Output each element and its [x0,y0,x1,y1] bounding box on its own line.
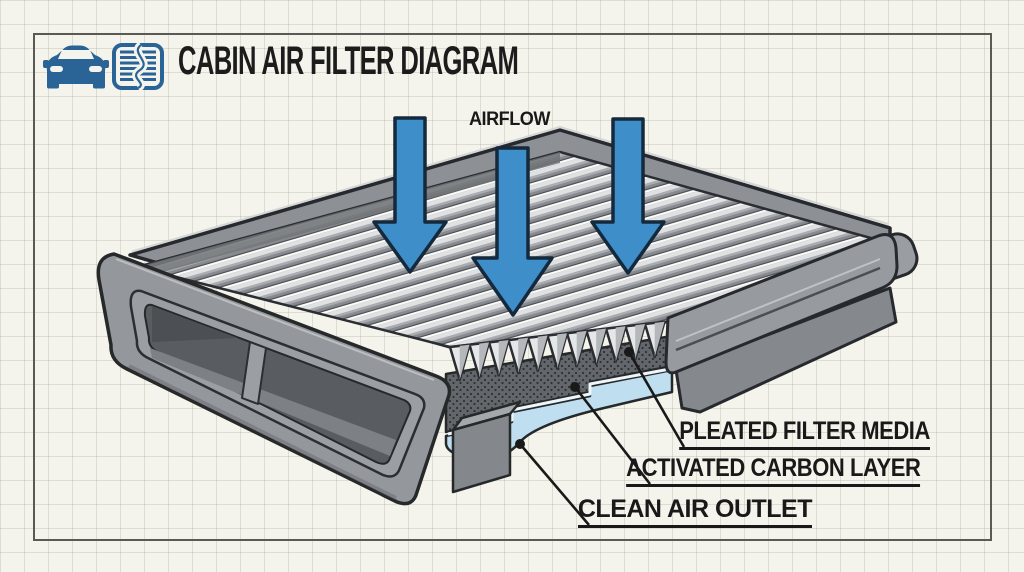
car-icon [43,45,109,89]
vent-center-divider [241,341,267,405]
callout-leaders [519,351,686,526]
band-inner-shadow [137,152,560,277]
left-housing-frame [96,252,452,506]
page-title: CABIN AIR FILTER DIAGRAM [178,39,519,83]
airflow-arrow-left [372,116,448,274]
diagram-border-frame [33,33,992,541]
vent-inner-shelf [150,348,396,456]
anchor-dot-pleated [624,347,634,357]
vent-inner-shadow [152,306,238,342]
right-frame-bar [664,233,899,414]
airflow-arrow-right [590,117,666,275]
leader-clean-air [519,443,590,526]
callout-pleated-filter-media: PLEATED FILTER MEDIA [679,419,930,450]
airflow-arrows [372,116,666,317]
callout-clean-air-outlet: CLEAN AIR OUTLET [577,497,813,528]
anchor-dot-clean-air [515,439,525,449]
callout-activated-carbon-layer: ACTIVATED CARBON LAYER [625,456,920,487]
airflow-arrow-middle [471,146,554,317]
cabin-filter-illustration [96,116,919,526]
outlet-duct-box [451,400,522,494]
filter-icon [112,41,164,92]
callout-anchor-dots [515,347,634,449]
leader-pleated-media [627,351,686,448]
leader-carbon-layer [573,386,652,485]
airflow-label: AIRFLOW [469,109,550,130]
front-pleat-zigzag [448,320,666,382]
anchor-dot-carbon [570,382,580,392]
